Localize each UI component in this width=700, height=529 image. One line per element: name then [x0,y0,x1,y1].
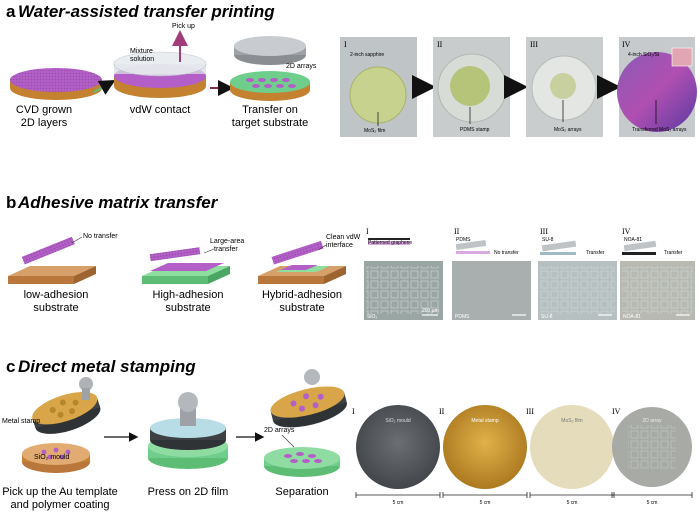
caption-low-line2: substrate [33,302,78,314]
photo-c-4 [611,407,693,498]
caption-low-line1: low-adhesion [24,289,89,301]
low-adhesion-block [8,236,96,284]
photo-b-2-roman: II [454,227,460,236]
arrow-a1 [93,80,116,95]
photo-c-3 [529,405,615,498]
caption-transfer-line2: target substrate [232,117,308,129]
caption-separation: Separation [275,486,328,498]
panel-a: a Water-assisted transfer printing CVD g… [6,2,697,137]
transfer-array-dots [246,78,296,88]
photo-a-1 [340,37,417,137]
label-pickup: Pick up [172,23,195,30]
photo-c-1-scale: 5 cm [393,500,404,506]
high-adhesion-block [142,247,230,284]
photo-b-2-bottom: PDMS [455,314,470,320]
panel-b-title: Adhesive matrix transfer [17,193,219,212]
label-2d-arrays-c: 2D arrays [264,427,295,434]
panel-a-title: Water-assisted transfer printing [18,2,275,21]
photo-b-1-bottom: SiO₂ [367,314,377,320]
photo-b-1 [364,238,443,320]
label-clean-vdw-line2: interface [326,242,353,249]
photo-b-2 [452,239,531,320]
panel-c-title: Direct metal stamping [18,357,196,376]
panel-b-letter: b [6,193,16,212]
press-stack [148,392,228,469]
photo-c-2-roman: II [439,407,445,416]
label-large-area-line1: Large-area [210,238,244,245]
photo-a-2-note: PDMS stamp [460,127,490,133]
photo-a-4-roman: IV [622,40,631,49]
label-clean-vdw-line1: Clean vdW [326,234,361,241]
caption-pick-line2: and polymer coating [10,499,109,511]
label-2d-arrays-a: 2D arrays [286,63,317,70]
photo-c-1 [355,405,441,498]
label-large-area-line2: transfer [214,246,238,253]
caption-pick-line1: Pick up the Au template [2,486,118,498]
photo-b-3-bottom: SU-8 [541,314,553,320]
photo-b-1-top: Patterned graphene [368,240,412,246]
vdw-disk [113,51,207,98]
photo-b-1-roman: I [366,227,369,236]
caption-transfer-line1: Transfer on [242,104,298,116]
photo-c-4-label: 2D array [642,418,662,424]
label-mixture-line2: solution [130,56,154,63]
caption-cvd-line2: 2D layers [21,117,68,129]
separation-stack [264,369,347,477]
photo-c-4-scale: 5 cm [647,500,658,506]
photo-b-3 [538,240,617,320]
photo-c-3-scale: 5 cm [567,500,578,506]
photo-a-1-roman: I [344,40,347,49]
photo-c-3-roman: III [526,407,534,416]
caption-press: Press on 2D film [148,486,229,498]
photo-b-4-top: NOA-81 [624,237,642,243]
panel-a-letter: a [6,2,16,21]
photo-a-3-roman: III [530,40,538,49]
panel-c-letter: c [6,357,15,376]
photo-a-4-corner: 4-inch SiO₂/Si [628,52,659,58]
photo-c-2-label: Metal stamp [471,418,498,424]
photo-b-4 [620,240,695,320]
photo-c-4-roman: IV [612,407,621,416]
label-sio2-mould: SiO₂ mould [34,454,70,461]
caption-high-line1: High-adhesion [153,289,224,301]
photo-b-1-scale: 200 μm [422,308,439,314]
photo-b-3-roman: III [540,227,548,236]
photo-b-4-bottom: NOA-81 [623,314,641,320]
photo-c-2-scale: 5 cm [480,500,491,506]
photo-b-4-right: Transfer [664,250,683,256]
caption-hybrid-line1: Hybrid-adhesion [262,289,342,301]
photo-c-1-label: SiO₂ mould [385,418,411,424]
photo-b-3-right: Transfer [586,250,605,256]
caption-vdw: vdW contact [130,104,191,116]
cvd-disk [10,68,102,100]
photo-a-4-note: Transferred MoS₂ arrays [632,127,687,133]
photo-a-2 [433,37,510,137]
photo-b-4-roman: IV [622,227,631,236]
label-mixture-line1: Mixture [130,48,153,55]
photo-c-2 [442,405,528,498]
photo-a-1-corner: 2-inch sapphire [350,52,384,58]
photo-b-2-right: No transfer [494,250,519,256]
metal-stamp-stack [22,377,101,473]
photo-c-1-roman: I [352,407,355,416]
label-metal-stamp: Metal stamp [2,418,40,425]
photo-a-2-roman: II [437,40,443,49]
photo-c-3-label: MoS₂ film [561,418,582,424]
photo-b-2-top: PDMS [456,237,471,243]
photo-a-4 [617,37,697,137]
caption-cvd-line1: CVD grown [16,104,72,116]
panel-c: c Direct metal stamping Metal stamp SiO₂… [2,357,693,511]
caption-hybrid-line2: substrate [279,302,324,314]
label-no-transfer: No transfer [83,233,118,240]
photo-b-3-top: SU-8 [542,237,554,243]
photo-a-1-note: MoS₂ film [364,128,385,134]
photo-a-3-note: MoS₂ arrays [554,127,582,133]
panel-b: b Adhesive matrix transfer No transfer l… [6,193,695,320]
caption-high-line2: substrate [165,302,210,314]
photo-a-3 [526,37,603,137]
hybrid-adhesion-block [258,240,346,284]
